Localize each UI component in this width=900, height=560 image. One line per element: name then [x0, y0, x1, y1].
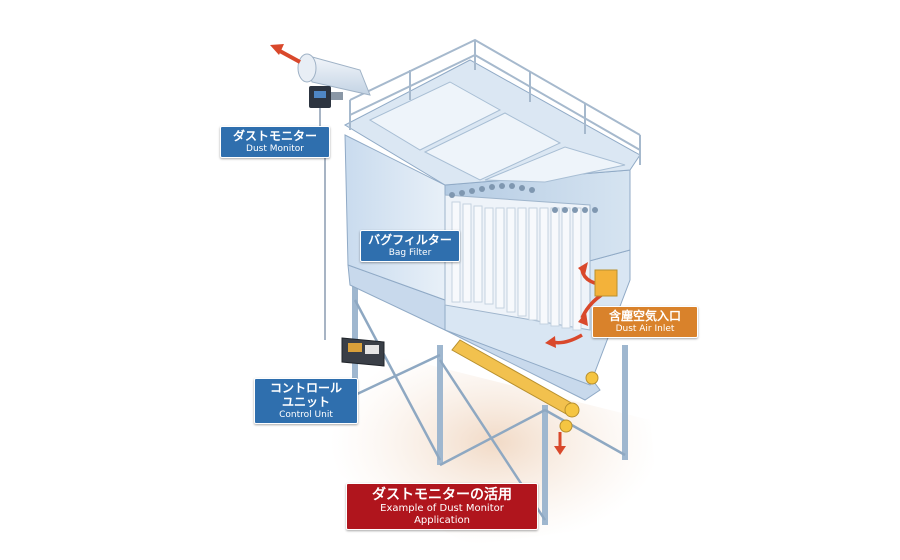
control-unit-device — [341, 337, 385, 367]
deck-panels — [368, 81, 626, 183]
caption-label-jp: ダストモニターの活用 — [372, 487, 512, 503]
bag-filter-label-en: Bag Filter — [388, 247, 432, 258]
outlet-arrow-icon — [270, 44, 301, 64]
control-unit-label: コントロール ユニット Control Unit — [254, 378, 358, 424]
control-unit-label-jp-2: ユニット — [281, 394, 330, 409]
inlet-port — [594, 269, 618, 297]
dust-air-inlet-label: 含塵空気入口 Dust Air Inlet — [592, 306, 698, 339]
dust-monitor-label-en: Dust Monitor — [246, 143, 304, 154]
dust-air-inlet-label-en: Dust Air Inlet — [615, 323, 675, 334]
discharge-arrow-icon — [554, 432, 566, 455]
bag-filter-label: バグフィルター Bag Filter — [360, 230, 460, 263]
railing — [349, 38, 641, 165]
header-holes — [449, 183, 598, 213]
bag-filter-label-jp: バグフィルター — [368, 233, 452, 247]
dust-air-inlet-label-jp: 含塵空気入口 — [608, 309, 681, 323]
dust-monitor-label-jp: ダストモニター — [232, 129, 317, 143]
caption-label: ダストモニターの活用 Example of Dust Monitor Appli… — [346, 483, 538, 531]
dust-monitor-label: ダストモニター Dust Monitor — [220, 126, 330, 159]
dust-monitor-device — [309, 86, 343, 108]
control-unit-label-jp-1: コントロール — [269, 381, 342, 395]
filter-bags — [451, 201, 582, 331]
cross-bracing — [353, 299, 626, 521]
control-unit-label-en: Control Unit — [279, 409, 333, 420]
caption-label-en: Example of Dust Monitor Application — [380, 503, 504, 526]
screw-conveyor — [451, 339, 599, 433]
